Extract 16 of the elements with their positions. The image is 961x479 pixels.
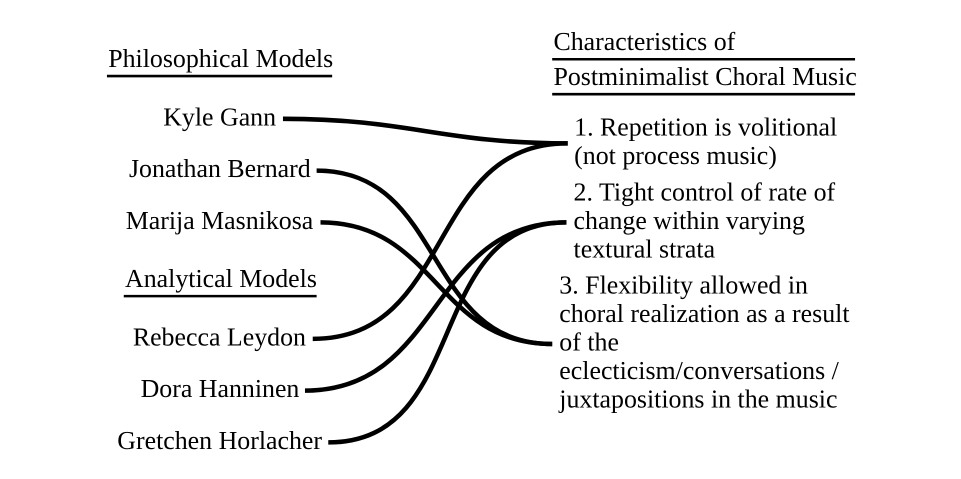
label: Analytical Models — [124, 264, 316, 294]
connector — [320, 220, 552, 346]
node-text: Marija Masnikosa — [125, 206, 313, 235]
node-text: 2. Tight control of rate of change within varying textural strata — [573, 177, 835, 264]
node-text: Gretchen Horlacher — [116, 426, 322, 455]
connector — [316, 168, 552, 346]
connector — [312, 141, 568, 342]
node-text: Jonathan Bernard — [128, 154, 310, 184]
node-text: Kyle Gann — [162, 102, 276, 132]
connector — [327, 220, 566, 445]
label: Characteristics of Postminimalist Choral Music — [552, 27, 856, 92]
node-text: Rebecca Leydon — [132, 322, 306, 352]
node-text: Dora Hanninen — [140, 374, 299, 404]
label: Philosophical Models — [108, 44, 333, 74]
node-text: 1. Repetition is volitional (not process music) — [574, 112, 837, 170]
node-text: 3. Flexibility allowed in choral realization as a result of the eclecticism/conversations / juxtapositions in the music — [558, 270, 850, 414]
